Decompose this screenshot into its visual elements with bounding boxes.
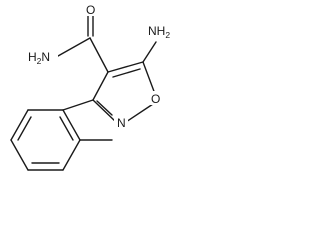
molecule-drawing: O H2N NH2 O N bbox=[10, 2, 179, 171]
atom-amide-nitrogen: H2N bbox=[28, 50, 50, 66]
amino-nh-label: NH bbox=[148, 24, 165, 38]
bond-ph-2-inner bbox=[17, 116, 32, 141]
bond-c4-c5 bbox=[107, 61, 144, 73]
amide-h-label: H bbox=[28, 50, 37, 64]
bond-c3-c4 bbox=[92, 71, 109, 101]
bonds bbox=[10, 13, 157, 171]
bond-n2-c3 bbox=[92, 99, 117, 123]
bond-carbonyl-amide bbox=[57, 37, 91, 57]
atom-labels: O H2N NH2 O N bbox=[28, 2, 179, 130]
atom-ring-nitrogen: N bbox=[117, 116, 126, 130]
bond-ph-3 bbox=[10, 139, 29, 171]
amino-subscript: 2 bbox=[165, 30, 170, 40]
bond-c4-c5-inner bbox=[112, 68, 141, 78]
bond-c3-phenyl bbox=[62, 99, 94, 111]
amide-subscript: 2 bbox=[37, 56, 42, 66]
bond-c5-o1 bbox=[142, 61, 156, 95]
bond-ph-6 bbox=[62, 109, 81, 141]
atom-carbonyl-oxygen: O bbox=[86, 3, 95, 17]
bond-o1-n2 bbox=[125, 103, 154, 123]
bond-ph-6-inner bbox=[59, 116, 74, 141]
atom-ring-oxygen: O bbox=[151, 92, 160, 106]
bond-carbonyl-ring bbox=[89, 37, 109, 73]
structure-canvas: O H2N NH2 O N bbox=[0, 0, 190, 200]
bond-ph-2 bbox=[10, 109, 29, 141]
atom-amino-nitrogen: NH2 bbox=[148, 24, 170, 40]
bond-c5-amino bbox=[142, 41, 157, 63]
bond-n2-c3-inner bbox=[96, 100, 113, 116]
bond-ph-5 bbox=[62, 139, 81, 171]
amide-n-label: N bbox=[41, 50, 50, 64]
